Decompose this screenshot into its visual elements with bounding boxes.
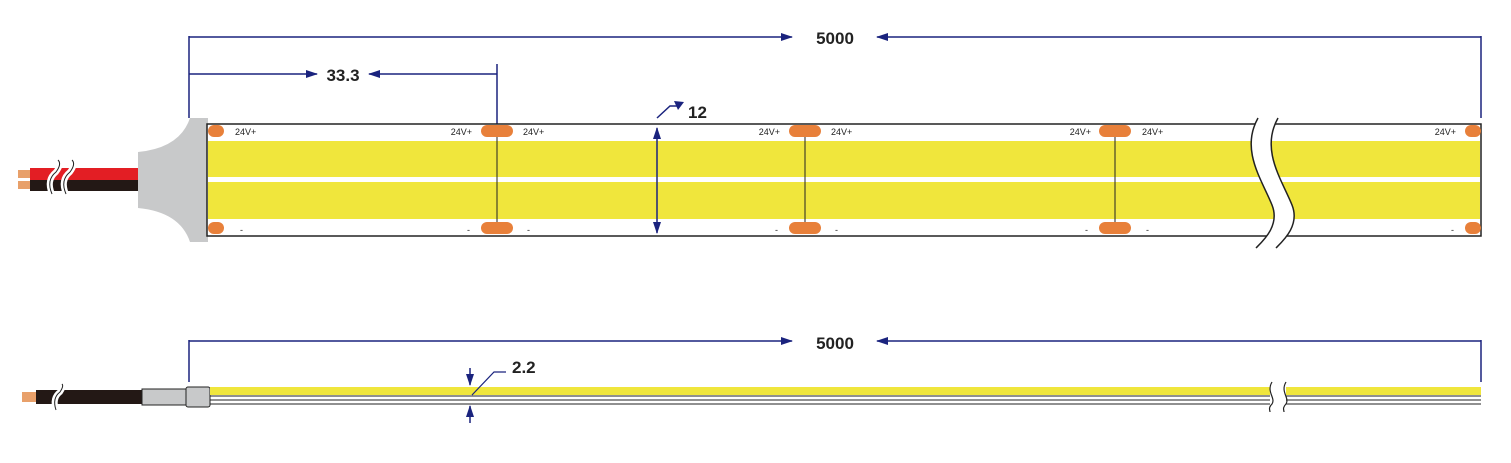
solder-pad (789, 222, 821, 234)
solder-pad (1465, 125, 1481, 137)
pad-label-positive: 24V+ (1435, 127, 1456, 137)
cut-spacing-label: 33.3 (326, 66, 359, 85)
pad-label-positive: 24V+ (1142, 127, 1163, 137)
top-length-dimension: 5000 (188, 29, 1482, 118)
top-view: 5000 33.3 (18, 29, 1482, 249)
pad-label-negative: - (240, 225, 243, 235)
thickness-label: 2.2 (512, 358, 536, 377)
width-label: 12 (688, 103, 707, 122)
side-break-symbol (1268, 381, 1288, 413)
pad-label-negative: - (527, 225, 530, 235)
pad-label-negative: - (1085, 225, 1088, 235)
end-cap (138, 118, 208, 242)
pad-label-negative: - (775, 225, 778, 235)
pad-label-negative: - (467, 225, 470, 235)
cut-spacing-dimension: 33.3 (189, 64, 498, 128)
pad-label-positive: 24V+ (831, 127, 852, 137)
pad-label-negative: - (1146, 225, 1149, 235)
bottom-length-label: 5000 (816, 334, 854, 353)
pad-label-positive: 24V+ (235, 127, 256, 137)
break-symbol (1250, 117, 1295, 249)
solder-pad (208, 125, 224, 137)
solder-pad (208, 222, 224, 234)
strip-side-led-layer (210, 387, 1481, 395)
side-view: 5000 2.2 (22, 334, 1482, 423)
pad-label-positive: 24V+ (451, 127, 472, 137)
pad-label-negative: - (835, 225, 838, 235)
solder-pad (481, 222, 513, 234)
power-cable (18, 157, 140, 196)
top-length-label: 5000 (816, 29, 854, 48)
solder-pad (1465, 222, 1481, 234)
pad-label-positive: 24V+ (1070, 127, 1091, 137)
side-cable (22, 381, 211, 411)
width-dimension: 12 (653, 101, 707, 234)
solder-pad (789, 125, 821, 137)
solder-pad (481, 125, 513, 137)
pad-label-positive: 24V+ (523, 127, 544, 137)
solder-pad (1099, 125, 1131, 137)
pad-label-negative: - (1451, 225, 1454, 235)
bottom-length-dimension: 5000 (188, 334, 1482, 382)
thickness-dimension: 2.2 (466, 358, 536, 423)
pad-label-positive: 24V+ (759, 127, 780, 137)
led-band-upper (208, 141, 1480, 177)
solder-pad (1099, 222, 1131, 234)
